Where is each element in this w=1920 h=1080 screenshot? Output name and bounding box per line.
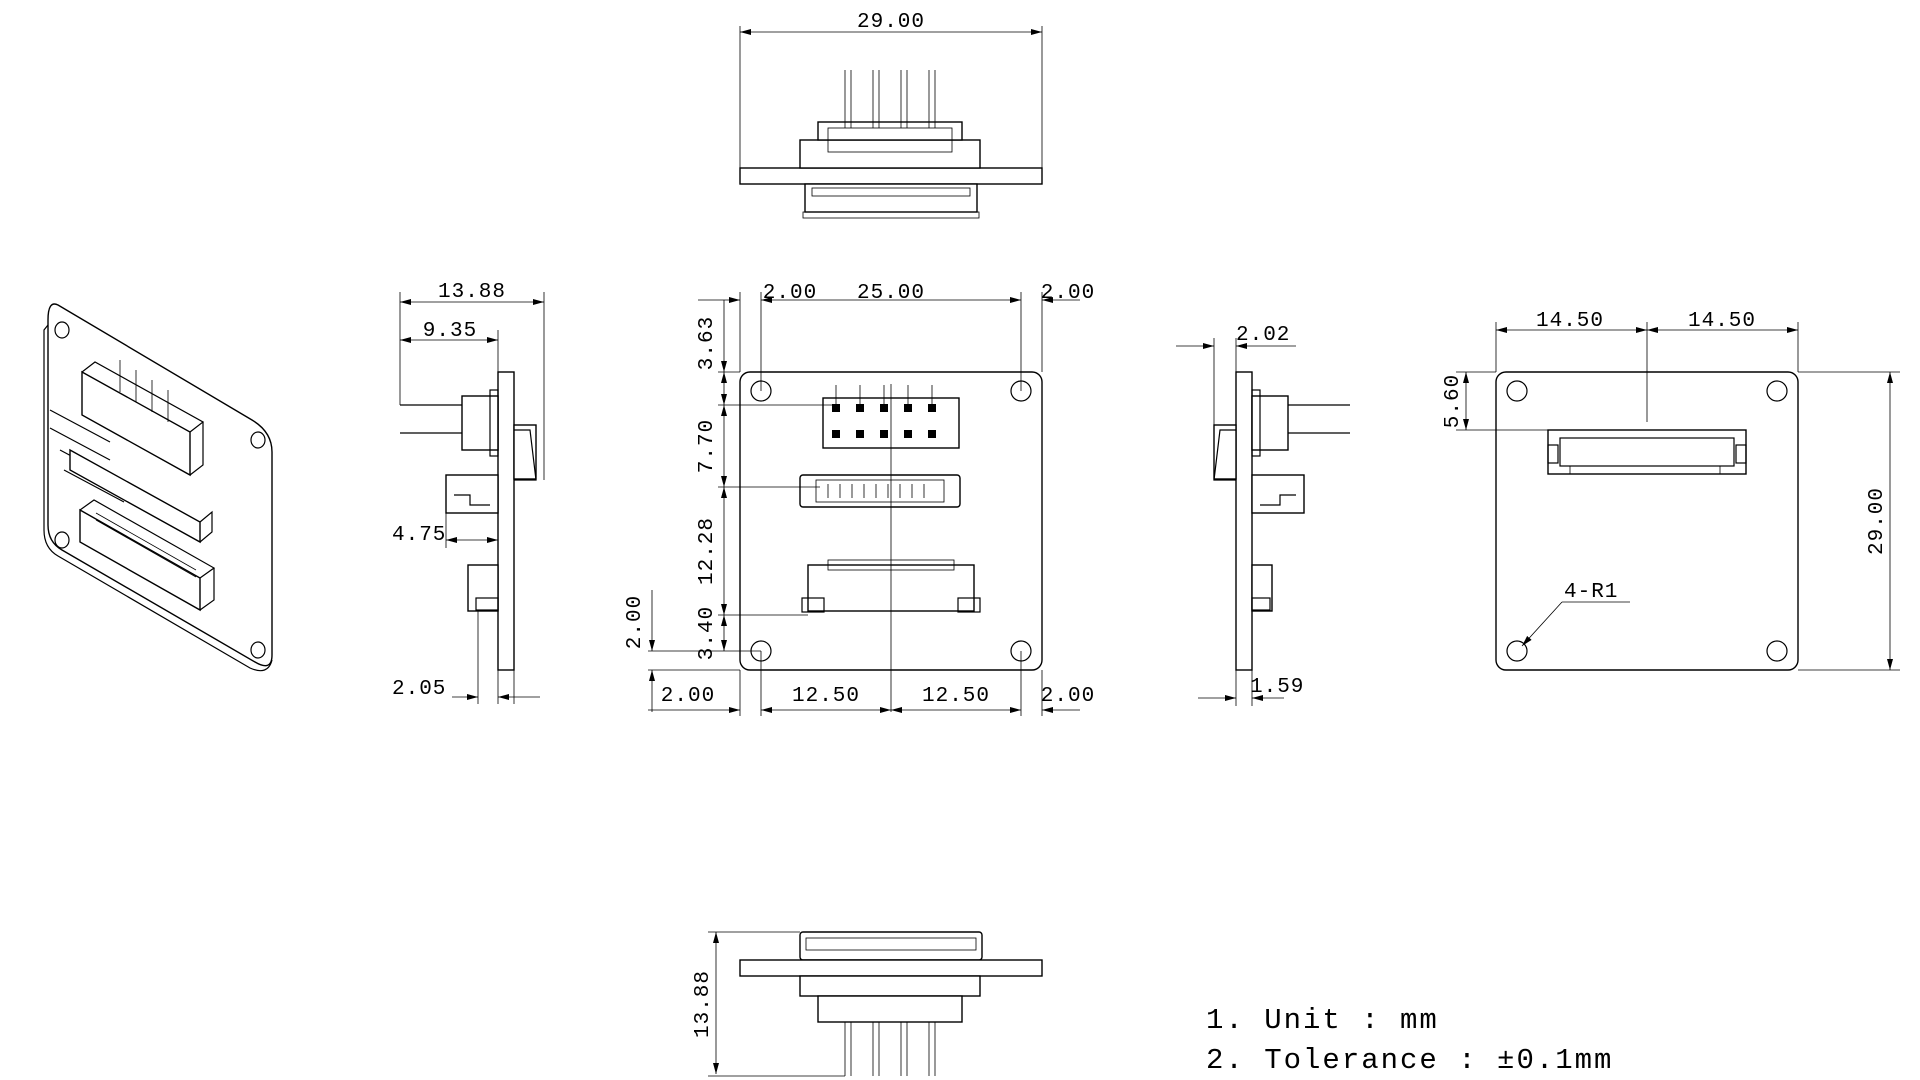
dim-front-v-top: 3.63 <box>696 316 719 370</box>
top-view: 29.00 <box>739 11 1043 219</box>
dim-front-bot-half-left: 12.50 <box>792 685 860 708</box>
dim-front-bot-half-right: 12.50 <box>922 685 990 708</box>
dim-bottom-depth: 13.88 <box>692 970 715 1038</box>
dim-front-bot-right: 2.00 <box>1041 685 1095 708</box>
dim-rear-fpc-offset: 5.60 <box>1442 374 1465 428</box>
dim-rear-half-left: 14.50 <box>1536 310 1604 333</box>
isometric-view <box>43 303 273 672</box>
dim-rear-radius: 4-R1 <box>1564 581 1618 604</box>
front-view: 2.00 25.00 2.00 3.63 7.70 12.28 3.40 2.0… <box>624 282 1095 716</box>
left-side-view: 13.88 9.35 4.75 2.05 <box>392 281 545 704</box>
notes: 1. Unit : mm 2. Tolerance : ±0.1mm <box>1206 1004 1613 1077</box>
dim-top-width: 29.00 <box>857 11 925 34</box>
note-unit: 1. Unit : mm <box>1206 1004 1439 1037</box>
dim-front-hole-span: 25.00 <box>857 282 925 305</box>
dim-left-conn-height: 4.75 <box>392 524 446 547</box>
rear-view: 14.50 14.50 5.60 29.00 4-R1 <box>1442 310 1900 671</box>
dim-left-depth-total: 13.88 <box>438 281 506 304</box>
dim-left-board-thk: 2.05 <box>392 678 446 701</box>
bottom-view: 13.88 <box>692 931 1043 1077</box>
dim-right-offset: 2.02 <box>1236 324 1290 347</box>
dim-front-hole-left: 2.00 <box>763 282 817 305</box>
dim-rear-half-right: 14.50 <box>1688 310 1756 333</box>
dim-rear-height: 29.00 <box>1866 487 1889 555</box>
dim-front-v-hole-bottom: 2.00 <box>624 595 647 649</box>
dim-front-v-fpc: 3.40 <box>696 606 719 660</box>
dim-front-v-header: 7.70 <box>696 419 719 473</box>
dim-right-board-thk: 1.59 <box>1250 676 1304 699</box>
dim-front-hole-right: 2.00 <box>1041 282 1095 305</box>
dim-front-v-connector: 12.28 <box>696 517 719 585</box>
dim-front-bot-left: 2.00 <box>661 685 715 708</box>
right-side-view: 2.02 1.59 <box>1176 324 1350 706</box>
dim-left-depth-pins: 9.35 <box>423 320 477 343</box>
note-tolerance: 2. Tolerance : ±0.1mm <box>1206 1044 1613 1077</box>
